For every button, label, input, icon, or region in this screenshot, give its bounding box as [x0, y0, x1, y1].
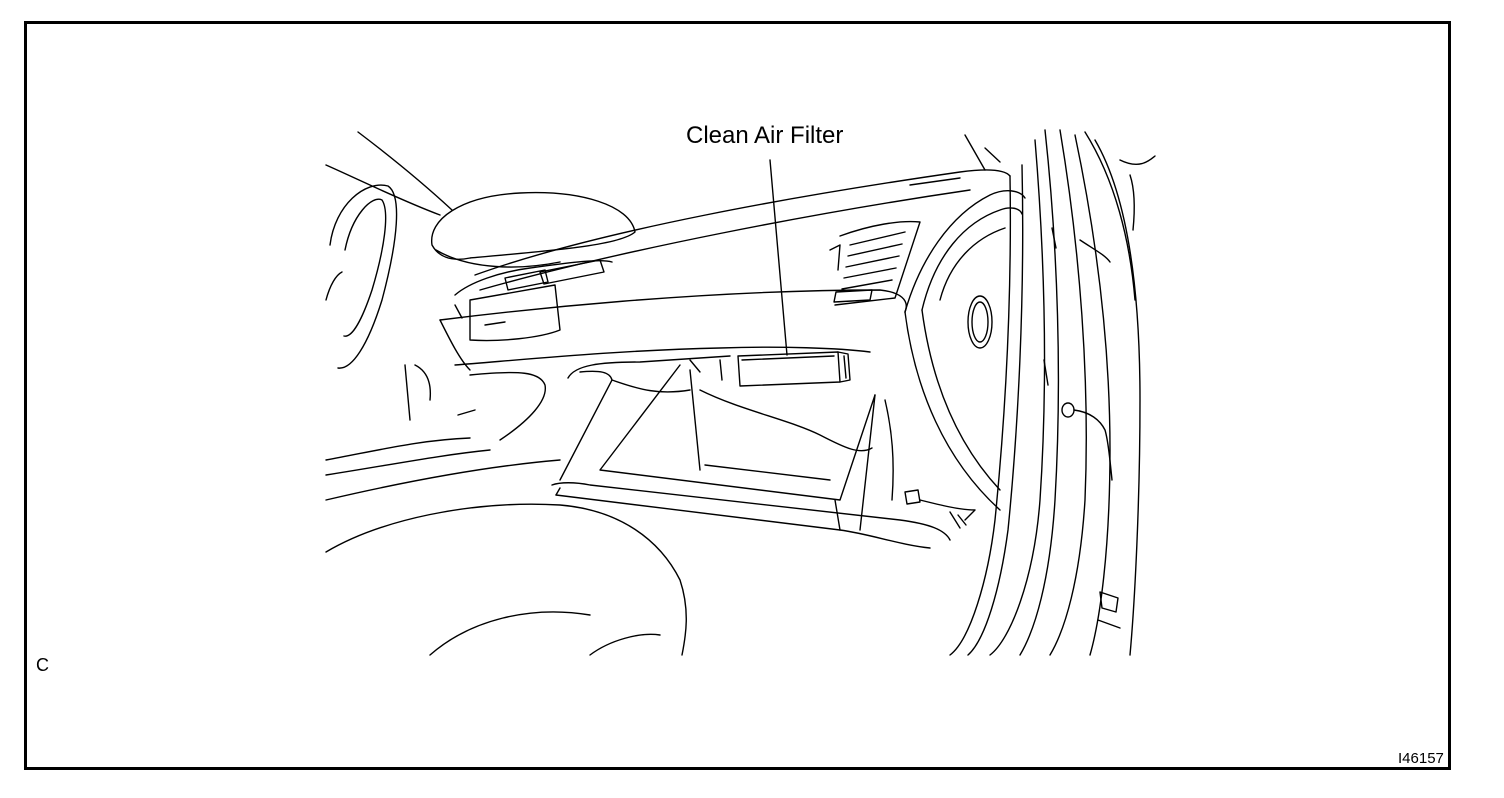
passenger-air-vent [829, 220, 921, 306]
figure-id-label: I46157 [1398, 750, 1444, 767]
door-hinge [1061, 402, 1121, 629]
clean-air-filter-label: Clean Air Filter [686, 122, 844, 149]
corner-code-label: C [36, 655, 49, 675]
callout-leader-line [769, 159, 788, 356]
door-frame [949, 129, 1156, 656]
lower-dash [404, 289, 907, 441]
windshield-lines [325, 131, 453, 216]
kick-panel [919, 499, 976, 529]
dashboard-top [474, 134, 1011, 291]
clean-air-filter [737, 351, 851, 387]
figure-frame [24, 21, 1451, 770]
steering-wheel [325, 184, 398, 369]
seat-and-floor [325, 437, 687, 656]
dash-end-cap [904, 190, 1026, 511]
glovebox [551, 364, 951, 549]
glovebox-opening [559, 355, 731, 481]
center-console [439, 259, 613, 371]
instrument-hood [431, 191, 636, 268]
